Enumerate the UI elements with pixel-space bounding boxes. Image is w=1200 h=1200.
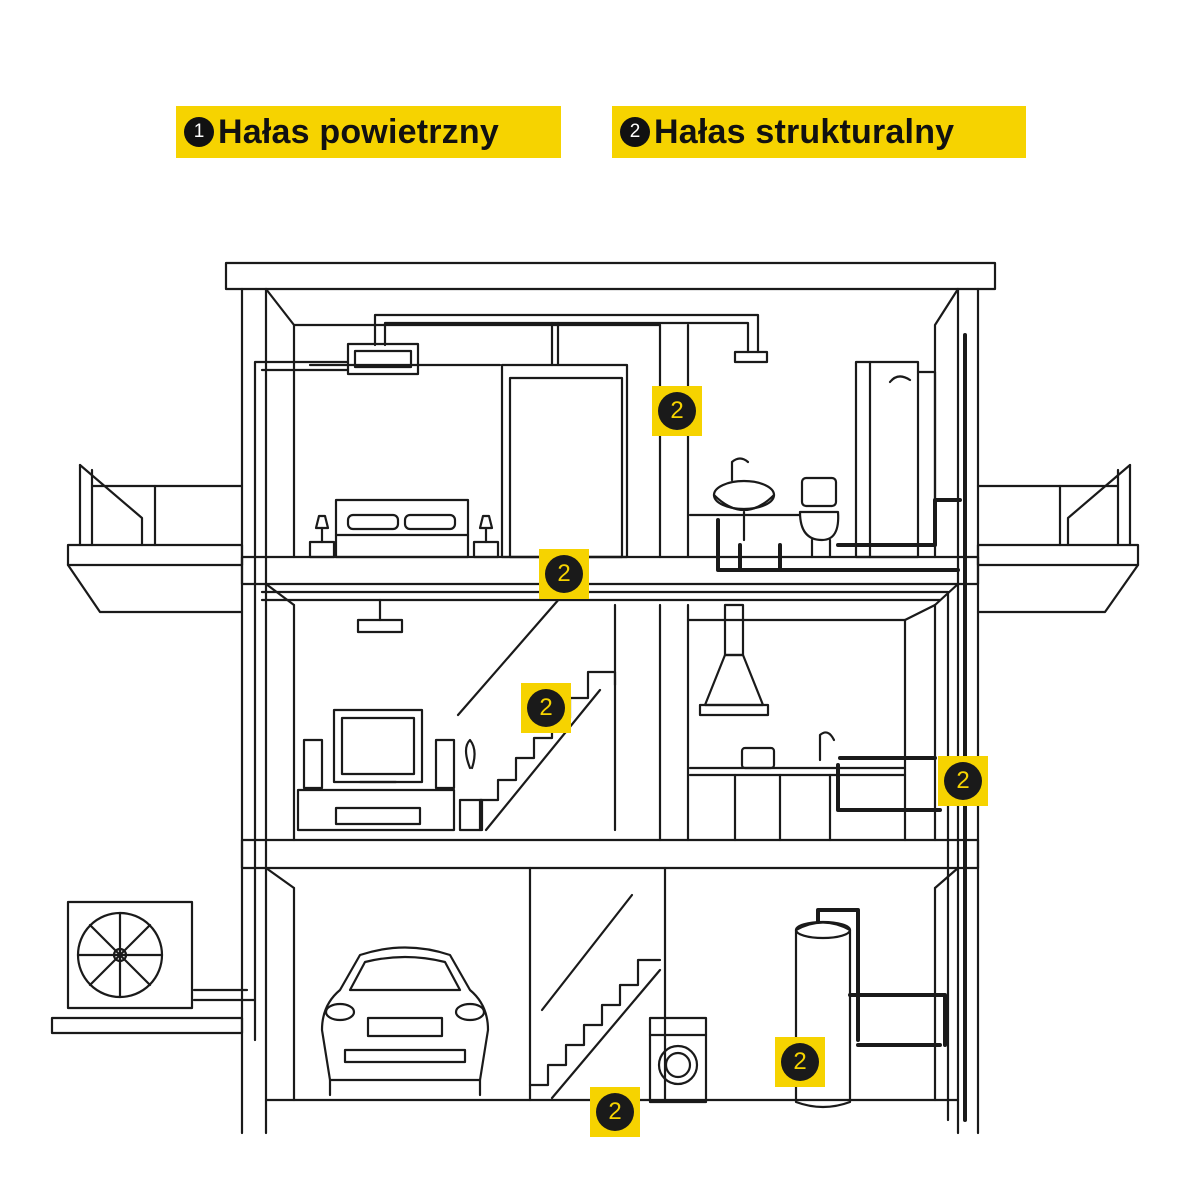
stairs-ground — [528, 893, 662, 1100]
structural-noise-marker-upper-floor-slab: 2 — [539, 549, 589, 599]
structural-noise-marker-kitchen-pipes: 2 — [938, 756, 988, 806]
kitchen — [686, 603, 937, 842]
washing-machine — [648, 1016, 708, 1104]
house-structure — [224, 261, 997, 1135]
ventilation-ducts — [192, 313, 950, 1122]
left-balcony — [66, 463, 244, 614]
legend-number-1: 1 — [184, 117, 214, 147]
legend-label-airborne: Hałas powietrzny — [218, 112, 499, 151]
structural-noise-marker-water-heater: 2 — [775, 1037, 825, 1087]
upper-plumbing — [716, 333, 967, 1122]
water-heater — [794, 920, 852, 1109]
legend-label-structural: Hałas strukturalny — [654, 112, 955, 151]
right-balcony — [976, 463, 1140, 614]
bathroom — [688, 360, 937, 559]
kitchen-plumbing — [836, 756, 942, 812]
structural-noise-marker-bathroom-wall: 2 — [652, 386, 702, 436]
stairs-upper — [456, 596, 617, 832]
ac-unit — [50, 900, 244, 1035]
living-room — [296, 598, 484, 832]
heater-plumbing — [816, 908, 947, 1047]
bedroom — [308, 363, 629, 559]
legend-airborne-noise: 1 Hałas powietrzny — [176, 106, 561, 158]
structural-noise-marker-stairs: 2 — [521, 683, 571, 733]
legend-structural-noise: 2 Hałas strukturalny — [612, 106, 1026, 158]
car — [320, 946, 490, 1097]
legend-number-2: 2 — [620, 117, 650, 147]
structural-noise-marker-ground-floor: 2 — [590, 1087, 640, 1137]
